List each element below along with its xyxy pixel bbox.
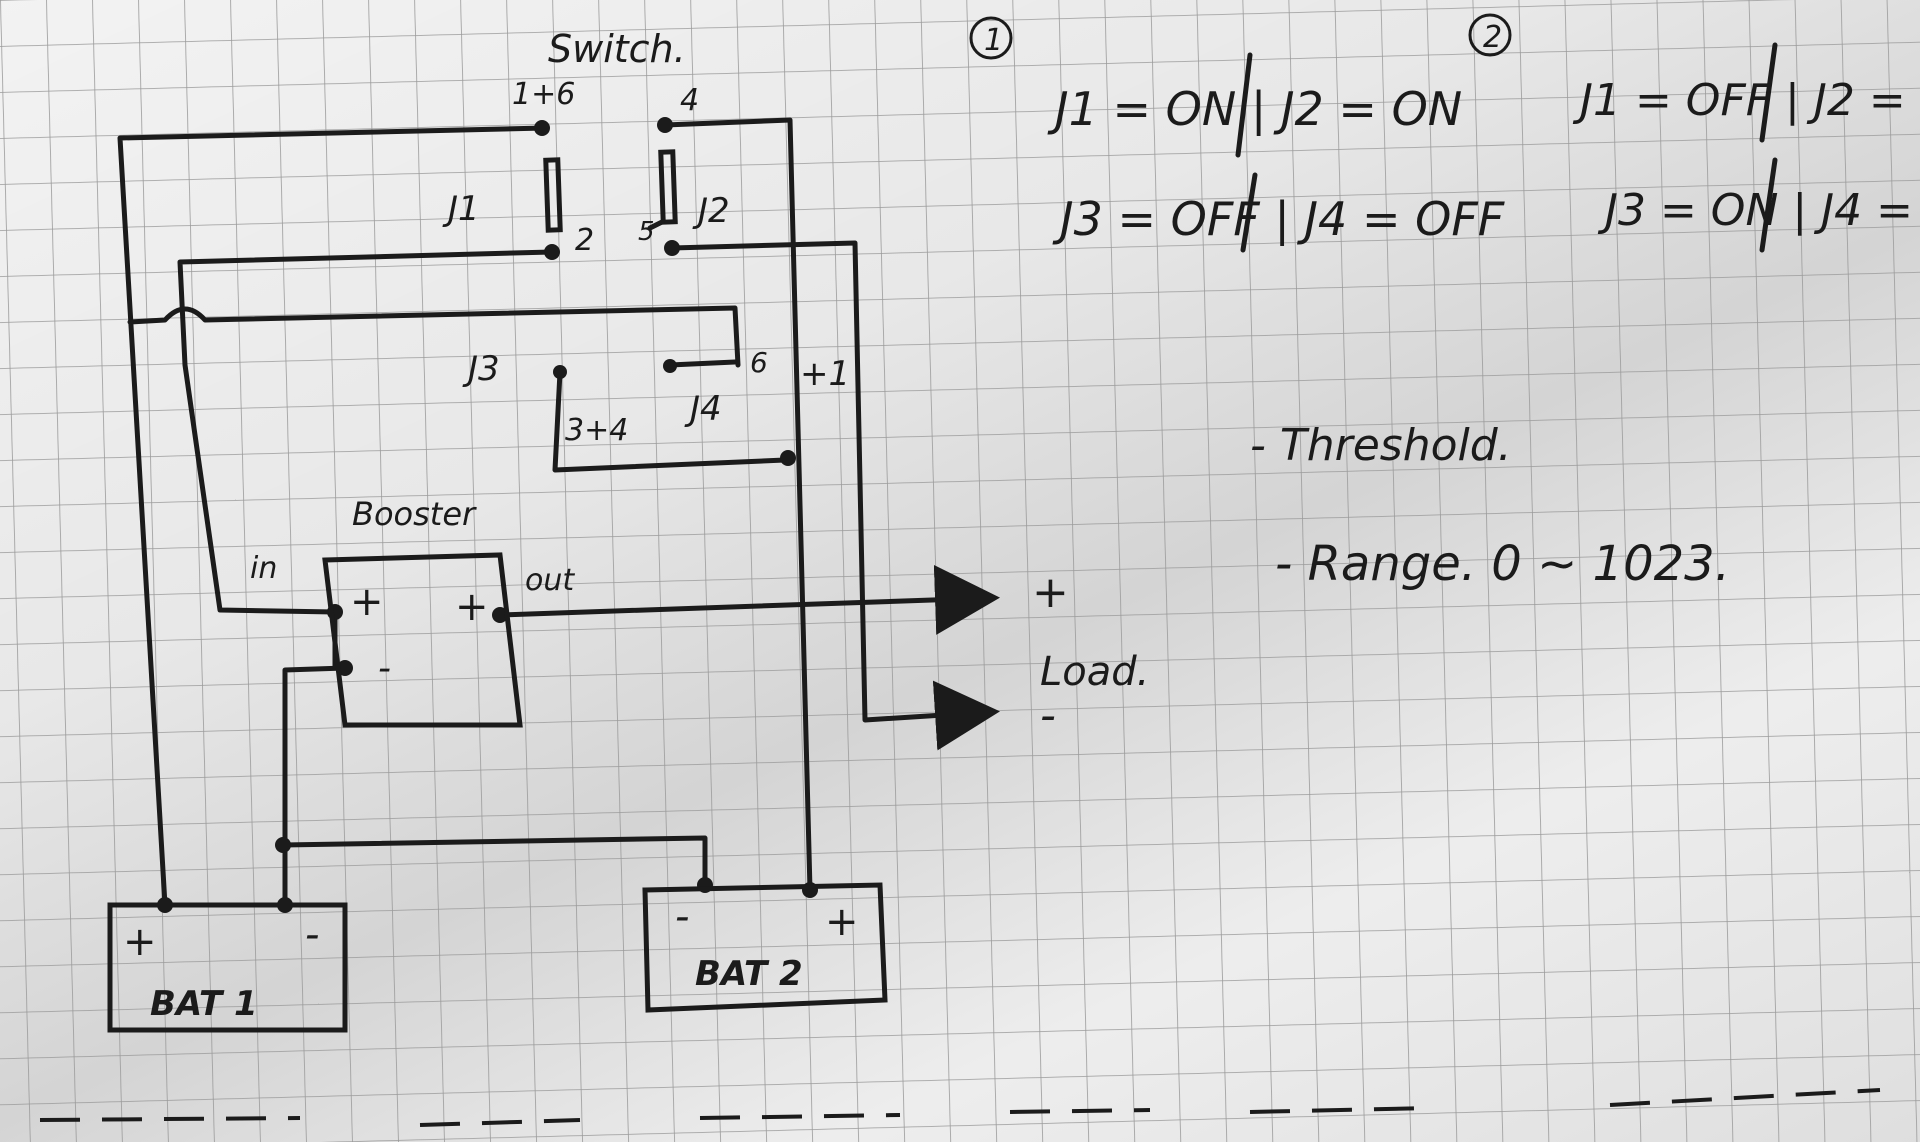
wire-crossover-to-pin6 [127,305,741,368]
wire-to-load-minus [669,240,1000,751]
bat2-plus: + [825,899,859,945]
j2-label: J2 [692,191,730,231]
pin-6-label: 6 [750,346,768,379]
state1-marker-circle [969,16,1013,60]
pin-3-4-label: 3+4 [565,413,628,448]
pin-4-label: 4 [680,83,699,118]
wire-bat1-minus-to-bat2-minus [280,835,708,888]
booster-minus: - [378,648,391,689]
node-booster-out [492,607,508,623]
pin-2-label: 2 [575,223,594,258]
booster-in-plus: + [350,579,384,625]
bat1-box [107,902,348,1033]
state2-line2: J3 = ON | J4 = O [1597,185,1920,236]
wire-j3-j4-loop [552,369,788,473]
node-pin1 [534,120,550,136]
bottom-dashed-line [39,1088,1881,1127]
pin-5-label: 5 [638,217,655,247]
wire-to-load-plus [497,564,1000,635]
node-minus-join [275,837,291,853]
state2-line1: J1 = OFF | J2 = OFF [1572,75,1920,126]
state2-marker-circle [1468,13,1512,57]
node-j4-join [780,450,796,466]
bat2-minus: - [675,894,689,940]
node-pin5 [664,240,680,256]
j1-label: J1 [442,189,480,229]
booster-box [322,552,523,728]
wire-j1-to-booster-in [177,249,555,615]
node-j3 [553,365,567,379]
j2-arm [647,219,665,231]
bat1-plus: + [123,919,157,965]
booster-in-label: in [250,551,277,586]
bat1-minus: - [305,912,319,958]
state1-line2: J3 = OFF | J4 = OFF [1052,192,1505,247]
j1-contact [543,157,563,233]
note-threshold: - Threshold. [1250,420,1512,471]
bat1-name: BAT 1 [150,984,258,1024]
load-minus: - [1040,690,1056,741]
pin-1-6-label: 1+6 [512,77,575,112]
state1-divider-2 [1240,172,1258,253]
bat2-name: BAT 2 [695,954,803,994]
state2-divider-1 [1759,42,1778,143]
booster-out-label: out [525,563,575,598]
wire-j4-arm [667,359,738,368]
bat2-box [642,882,888,1013]
plus1-label: +1 [800,354,850,394]
wire-booster-minus-to-bat1 [282,665,348,908]
load-label: Load. [1040,649,1149,695]
booster-out-plus: + [455,584,489,630]
state1-line1: J1 = ON | J2 = ON [1047,82,1462,137]
j4-label: J4 [684,389,722,429]
note-range: - Range. 0 ~ 1023. [1275,536,1730,592]
state1-marker: 1 [984,23,1003,58]
state2-marker: 2 [1483,20,1502,55]
node-pin4 [657,117,673,133]
state1-divider-1 [1235,52,1253,158]
wire-bat1-plus-to-j1 [117,125,548,908]
booster-title: Booster [352,495,477,533]
node-pin2 [544,244,560,260]
j2-contact [658,149,678,225]
node-j4 [663,359,677,373]
j3-label: J3 [462,349,500,389]
state2-divider-2 [1759,157,1778,253]
load-plus: + [1032,567,1069,618]
wire-pin4-to-bat2-plus [662,117,813,893]
switch-title: Switch. [548,27,686,71]
